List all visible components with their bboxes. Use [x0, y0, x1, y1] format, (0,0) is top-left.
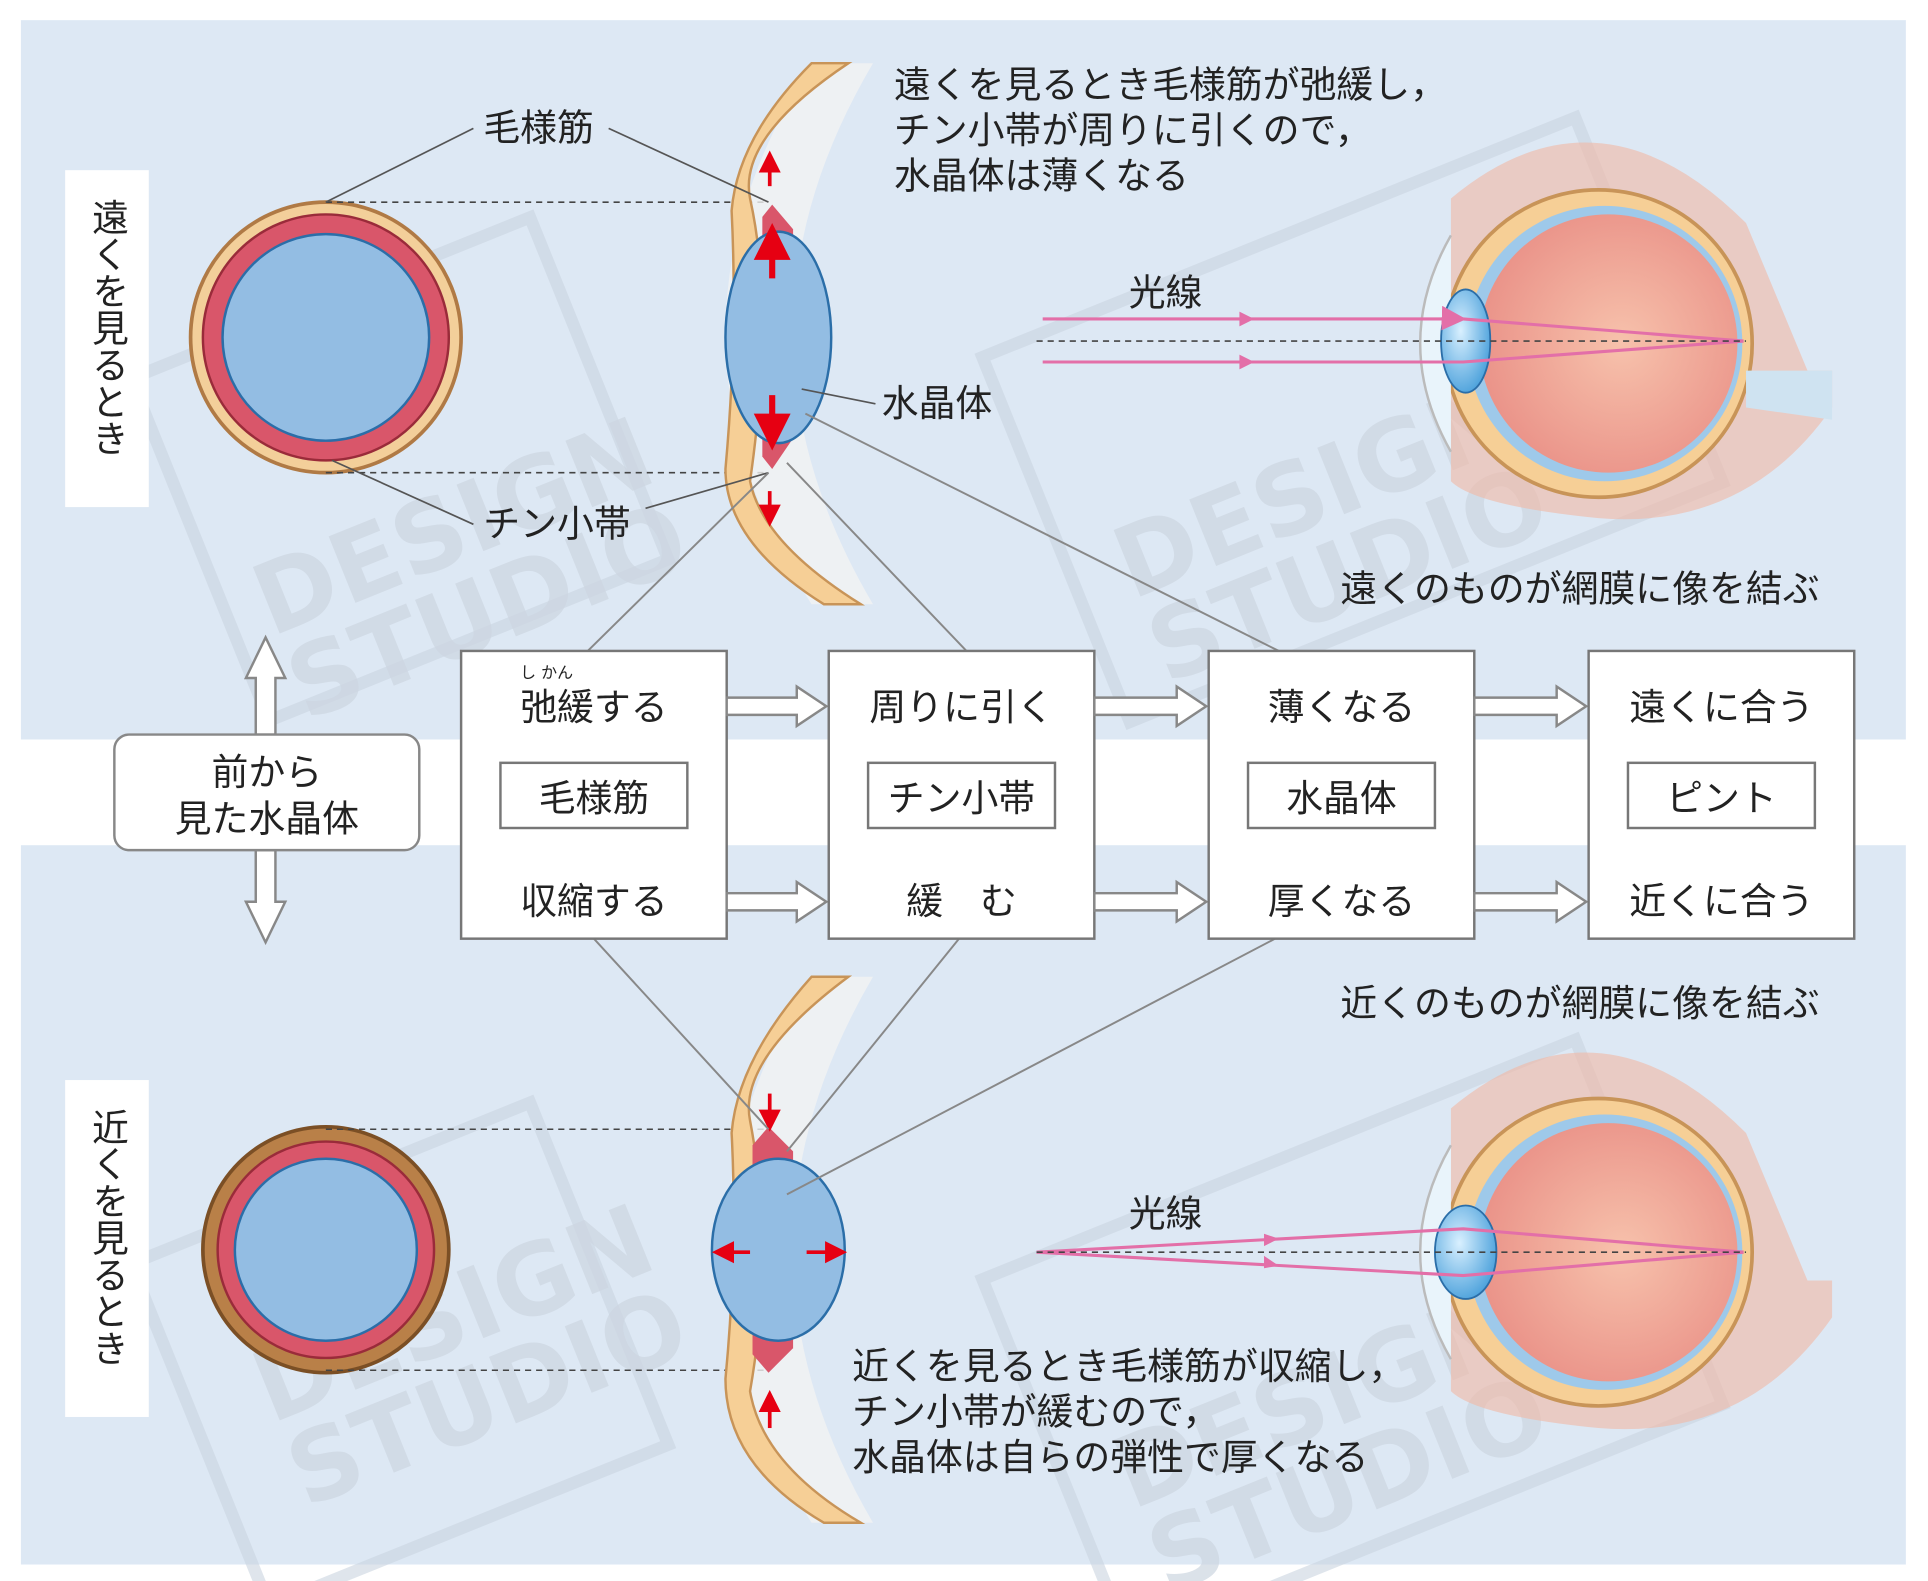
svg-text:チン小帯が緩むので，: チン小帯が緩むので，: [852, 1390, 1219, 1433]
lens-section-near: [710, 975, 874, 1524]
flow-subject: チン小帯: [888, 777, 1036, 820]
far-image-caption: 遠くのものが網膜に像を結ぶ: [1340, 568, 1819, 611]
eyeball-far: [1036, 142, 1833, 520]
flow-connectors: [587, 412, 1280, 1196]
arrow-right-icon: [725, 879, 829, 924]
near-caption: 近くを見るとき毛様筋が収縮し， チン小帯が緩むので， 水晶体は自らの弾性で厚くな…: [852, 1345, 1405, 1479]
arrow-right-icon: [1093, 684, 1209, 729]
svg-text:見た水晶体: 見た水晶体: [175, 798, 359, 841]
flow-near-state: 緩 む: [906, 880, 1017, 923]
label-light-ray: 光線: [1129, 271, 1203, 314]
svg-text:水晶体は薄くなる: 水晶体は薄くなる: [894, 155, 1189, 198]
flow-far-state: 遠くに合う: [1629, 686, 1813, 729]
front-lens-far: [188, 200, 463, 475]
svg-text:遠くを見るとき毛様筋が弛緩し，: 遠くを見るとき毛様筋が弛緩し，: [894, 64, 1447, 107]
arrow-right-icon: [725, 684, 829, 729]
flow-subject: 水晶体: [1286, 777, 1397, 820]
flow-subject: ピント: [1666, 777, 1777, 820]
label-ciliary-muscle: 毛様筋: [483, 107, 594, 150]
arrow-right-icon: [1473, 879, 1589, 924]
flow-near-state: 近くに合う: [1629, 880, 1813, 923]
flow-subject: 毛様筋: [539, 777, 650, 820]
near-image-caption: 近くのものが網膜に像を結ぶ: [1340, 982, 1819, 1025]
label-light-ray: 光線: [1129, 1192, 1203, 1235]
projection-lines: [325, 201, 769, 1372]
flow-near-state: 厚くなる: [1268, 880, 1416, 923]
flow-near-state: 収縮する: [520, 880, 668, 923]
flow-subject-box: [866, 761, 1057, 830]
svg-text:遠くを見るとき: 遠くを見るとき: [85, 198, 128, 456]
near-side-label: 近くを見るとき: [65, 1080, 149, 1417]
svg-text:水晶体は自らの弾性で厚くなる: 水晶体は自らの弾性で厚くなる: [852, 1436, 1368, 1479]
front-view-label: 前から 見た水晶体: [113, 733, 421, 852]
svg-text:近くを見るとき毛様筋が収縮し，: 近くを見るとき毛様筋が収縮し，: [852, 1345, 1405, 1388]
flow-subject-box: [499, 761, 689, 830]
arrow-right-icon: [1093, 879, 1209, 924]
far-caption: 遠くを見るとき毛様筋が弛緩し， チン小帯が周りに引くので， 水晶体は薄くなる: [894, 64, 1447, 198]
svg-text:前から: 前から: [212, 751, 323, 794]
eyeball-near: [1036, 1052, 1833, 1430]
flow-subject-box: [1246, 761, 1437, 830]
flow-far-state: 弛緩する: [520, 686, 668, 729]
label-lens: 水晶体: [882, 382, 993, 425]
svg-text:近くを見るとき: 近くを見るとき: [85, 1108, 128, 1366]
flow-far-state: 周りに引く: [869, 686, 1053, 729]
label-leaders: [325, 127, 876, 526]
far-side-label: 遠くを見るとき: [65, 170, 149, 508]
ruby-text: し かん: [520, 663, 573, 682]
flow-far-state: 薄くなる: [1268, 686, 1416, 729]
svg-text:チン小帯が周りに引くので，: チン小帯が周りに引くので，: [894, 109, 1372, 152]
arrow-right-icon: [1473, 684, 1589, 729]
label-zonule: チン小帯: [483, 503, 631, 546]
front-lens-near: [201, 1124, 451, 1375]
flow-subject-box: [1626, 761, 1817, 830]
